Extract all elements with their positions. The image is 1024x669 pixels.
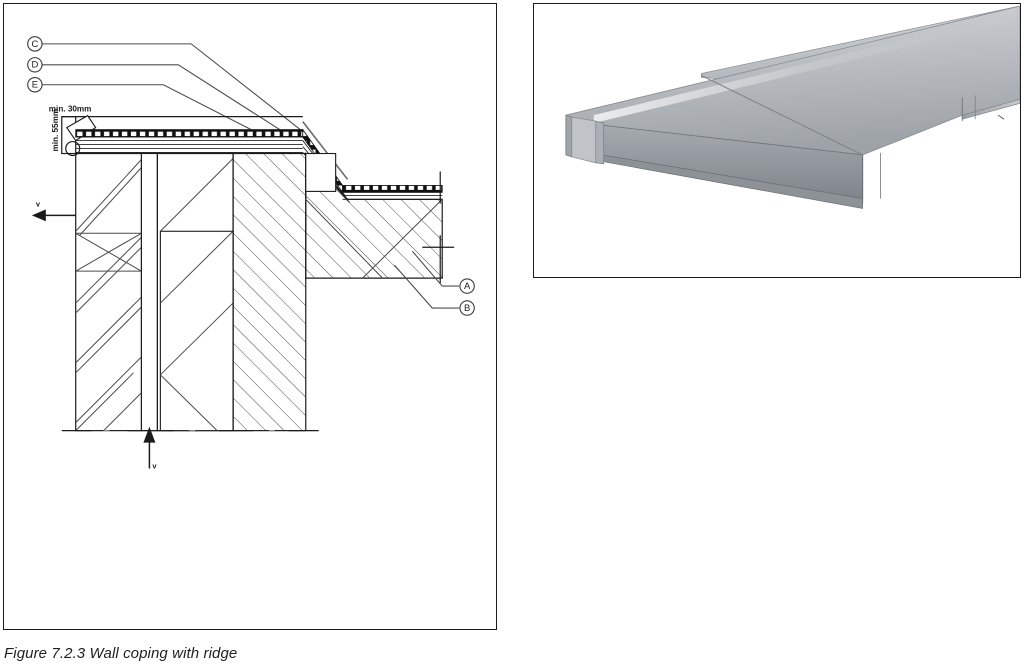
roof-deck-outline [305, 151, 443, 279]
dimension-min30-label: min. 30mm [49, 105, 92, 114]
membrane-band-horizontal [75, 129, 303, 138]
section-bottom-label: v [152, 462, 157, 471]
callout-a-circle [459, 278, 475, 294]
roof-deck-diag2 [362, 199, 443, 279]
wall-left-diag7 [75, 356, 142, 424]
lower-roof-membrane [342, 185, 443, 200]
callout-c-label: C [31, 39, 38, 50]
leader-line-d [41, 64, 284, 133]
coping-right-end [961, 95, 1005, 122]
wall-left-diag9 [103, 392, 142, 431]
coping-3d-illustration [565, 5, 1020, 209]
callout-d-label: D [31, 60, 38, 71]
section-mark-bottom: v [143, 426, 157, 471]
callout-a[interactable]: A [459, 278, 475, 294]
wall-left-diag2 [79, 167, 142, 236]
callout-a-label: A [464, 281, 471, 292]
callout-c[interactable]: C [27, 36, 43, 52]
inner-leaf-diag2 [160, 302, 234, 376]
coping-render-panel [533, 3, 1021, 278]
coping-left-end-legs [565, 114, 605, 165]
wall-cavity [140, 152, 158, 432]
callout-d-circle [27, 57, 43, 73]
structural-wall-hatch [233, 153, 306, 431]
callout-group-ab: A B [394, 250, 475, 316]
wall-left-brace-x2 [75, 232, 142, 272]
coping-overlap-joint [701, 75, 881, 203]
leader-line-a [411, 250, 460, 287]
callout-e-circle [27, 77, 43, 93]
wall-left-diag6 [75, 306, 142, 374]
wall-left-diag5 [75, 296, 142, 364]
callout-e-label: E [32, 80, 38, 91]
leader-line-b [394, 264, 460, 309]
dimension-group: min. 30mm min. 55mm [49, 105, 92, 152]
cross-section-drawing: C D E min. 30mm min. 55mm [27, 36, 475, 471]
callout-c-circle [27, 36, 43, 52]
coping-leg-inner [595, 120, 605, 165]
coping-section-near [565, 5, 1020, 209]
wall-left-diag4 [75, 246, 142, 314]
wall-left-diag8 [75, 372, 134, 431]
roof-deck-hatch [305, 153, 443, 279]
leader-line-e [41, 84, 256, 133]
cross-section-detail-panel: C D E min. 30mm min. 55mm [3, 3, 497, 630]
wall-inner-leaf [156, 152, 234, 432]
coping-leg-outer [565, 114, 573, 158]
membrane-layer-horizontal [75, 129, 304, 154]
wall-left-diag1 [75, 159, 142, 232]
callout-group-cde: C D E [27, 36, 304, 133]
callout-b-circle [459, 300, 475, 316]
inner-leaf-opening [159, 230, 234, 432]
coping-leg-web [571, 116, 597, 164]
inner-leaf-diag4 [160, 230, 234, 304]
coping-highlight-streak [593, 25, 963, 124]
callout-e[interactable]: E [27, 77, 43, 93]
inner-leaf-diag3 [160, 374, 218, 431]
roof-deck-wedge [305, 151, 443, 279]
ridge-upstand-box [305, 152, 337, 192]
coping-fixing-bracket [65, 114, 97, 142]
callout-b[interactable]: B [459, 300, 475, 316]
section-left-label: v [36, 199, 41, 208]
leader-line-c [41, 43, 304, 133]
overlap-joint-line [701, 75, 863, 156]
membrane-band-lower [342, 185, 443, 193]
roof-terminator-marks [422, 171, 455, 284]
coping-cap-head [61, 114, 303, 157]
dimension-min55-label: min. 55mm [51, 109, 60, 152]
callout-d[interactable]: D [27, 57, 43, 73]
inner-leaf-diag1 [160, 158, 234, 232]
membrane-band-lower-outline [342, 185, 443, 193]
cavity-outline [140, 152, 158, 432]
wall-structural-hatched [232, 152, 307, 432]
wall-left-column [75, 152, 143, 432]
slope-cap-line [302, 121, 349, 180]
section-bottom-arrowhead [143, 426, 156, 443]
callout-b-label: B [464, 303, 470, 314]
section-mark-left: v [31, 199, 76, 222]
right-end-notch [997, 114, 1005, 120]
section-left-arrowhead [31, 209, 46, 222]
roof-deck-diag1 [305, 199, 383, 279]
wall-left-diag3 [75, 236, 142, 304]
figure-caption: Figure 7.2.3 Wall coping with ridge [4, 645, 238, 662]
